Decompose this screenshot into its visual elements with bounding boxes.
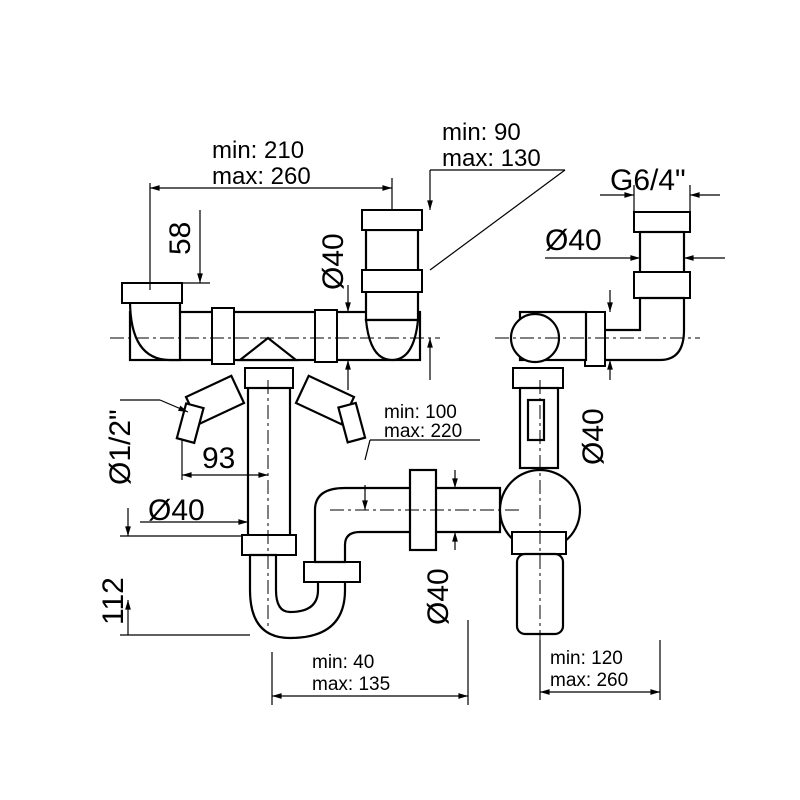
bottom-right-max: max: 260 bbox=[550, 670, 628, 691]
d40-top-left-label: Ø40 bbox=[317, 233, 350, 290]
width-93-label: 93 bbox=[202, 442, 235, 475]
d40-right-vertical-label: Ø40 bbox=[577, 408, 610, 465]
bottom-mid-min: min: 40 bbox=[312, 652, 374, 673]
height-112-label: 112 bbox=[97, 577, 130, 625]
height-58-label: 58 bbox=[164, 222, 197, 255]
left-trap bbox=[241, 386, 502, 640]
outlet-max: max: 220 bbox=[384, 421, 462, 442]
d40-bottom-label: Ø40 bbox=[422, 568, 455, 625]
d40-top-right-label: Ø40 bbox=[545, 224, 602, 257]
d40-left-label: Ø40 bbox=[148, 494, 205, 527]
thread-label: G6/4" bbox=[610, 164, 686, 197]
center-lines bbox=[110, 337, 700, 640]
y-junction bbox=[175, 336, 367, 445]
bottom-mid-max: max: 135 bbox=[312, 674, 390, 695]
bottom-right-min: min: 120 bbox=[550, 648, 623, 669]
hose-label: Ø1/2" bbox=[104, 409, 137, 485]
top-height-max: max: 130 bbox=[442, 145, 541, 172]
outlet-min: min: 100 bbox=[384, 402, 457, 423]
top-height-min: min: 90 bbox=[442, 119, 521, 146]
top-width-max: max: 260 bbox=[212, 163, 311, 190]
top-width-min: min: 210 bbox=[212, 137, 304, 164]
dimension-lines bbox=[120, 169, 725, 705]
